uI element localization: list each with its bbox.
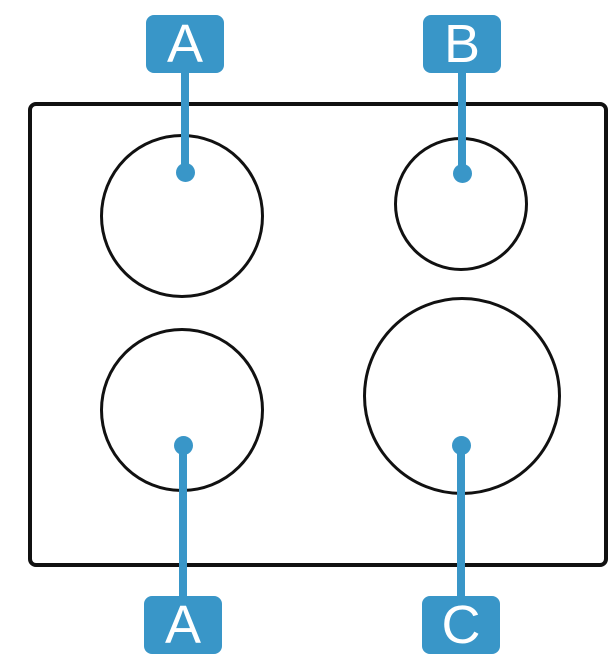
- callout-label-bottom-right: C: [422, 596, 500, 654]
- leader-line-top-right: [458, 66, 466, 174]
- leader-line-bottom-right: [457, 445, 465, 600]
- callout-label-top-right: B: [423, 15, 501, 73]
- leader-line-top-left: [181, 66, 189, 172]
- anchor-dot-top-left: [176, 163, 195, 182]
- anchor-dot-bottom-right: [452, 436, 471, 455]
- callout-label-bottom-left: A: [144, 596, 222, 654]
- anchor-dot-bottom-left: [174, 436, 193, 455]
- anchor-dot-top-right: [453, 164, 472, 183]
- callout-label-top-left: A: [146, 15, 224, 73]
- leader-line-bottom-left: [179, 446, 187, 600]
